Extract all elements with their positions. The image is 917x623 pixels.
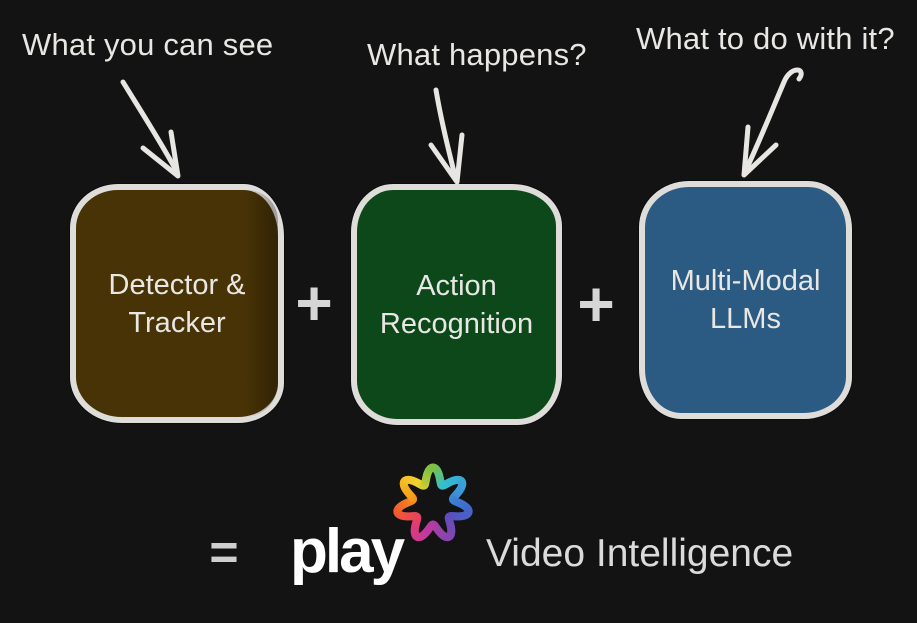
detector-tracker-label: Detector & Tracker bbox=[108, 268, 246, 339]
multimodal-llms-box: Multi-Modal LLMs bbox=[639, 181, 852, 419]
arrow-to-action-icon bbox=[433, 87, 459, 183]
play-brand-wordmark: play bbox=[290, 517, 405, 586]
arrow-to-detector-head-icon bbox=[140, 129, 181, 179]
plus-operator-2: + bbox=[577, 268, 615, 340]
arrow-to-detector-icon bbox=[120, 79, 180, 175]
video-intelligence-label: Video Intelligence bbox=[486, 532, 794, 575]
equals-operator: = bbox=[209, 524, 239, 580]
play-star-logo-icon bbox=[393, 463, 473, 542]
arrow-to-action-head-icon bbox=[428, 132, 465, 185]
action-recognition-label: Action Recognition bbox=[379, 269, 534, 340]
action-recognition-box: Action Recognition bbox=[351, 184, 562, 425]
annotation-what-to-do-with-it: What to do with it? bbox=[636, 21, 895, 56]
arrow-to-llms-icon bbox=[742, 67, 804, 175]
arrow-to-llms-head-icon bbox=[741, 124, 779, 178]
box-shadow-edge bbox=[244, 190, 278, 417]
multimodal-llms-label: Multi-Modal LLMs bbox=[670, 265, 821, 335]
plus-operator-1: + bbox=[295, 267, 333, 339]
annotation-what-you-can-see: What you can see bbox=[22, 27, 274, 62]
annotation-what-happens: What happens? bbox=[367, 37, 587, 72]
detector-tracker-box: Detector & Tracker bbox=[70, 184, 284, 423]
